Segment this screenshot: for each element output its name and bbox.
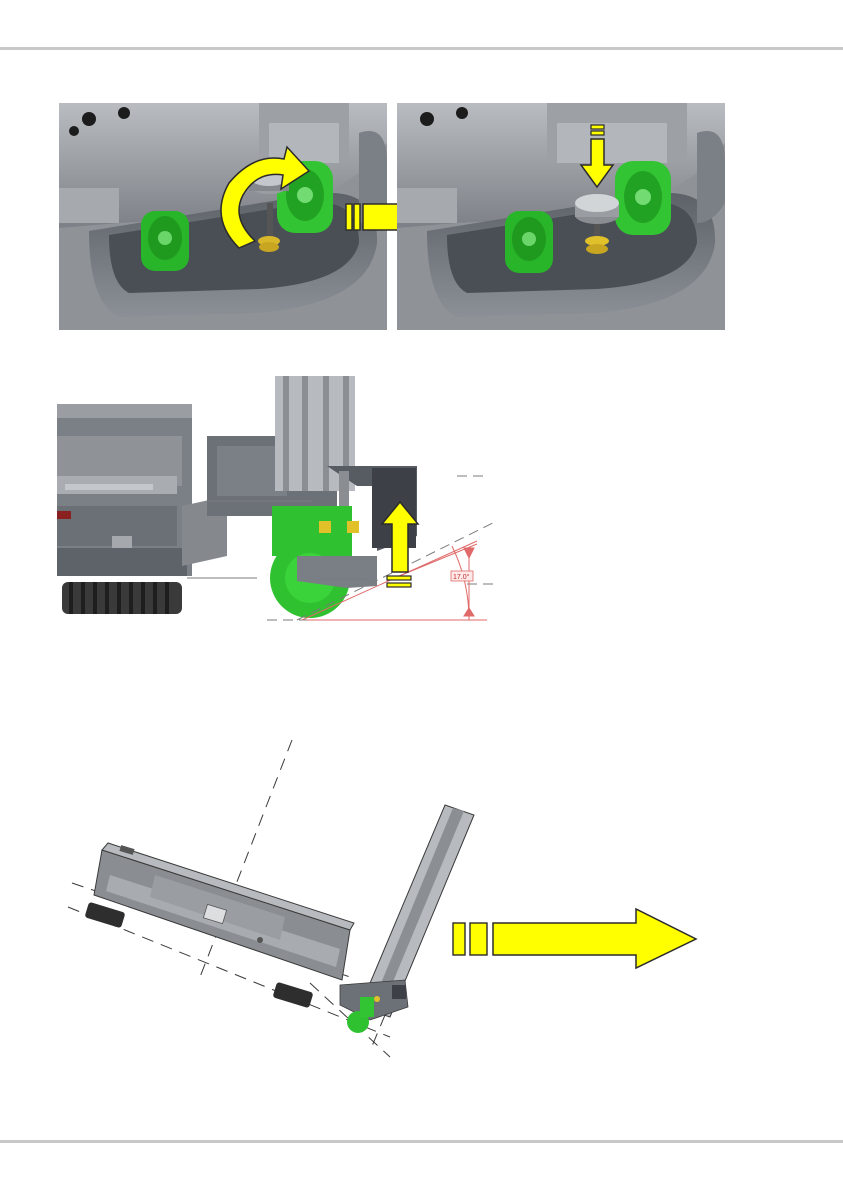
header-rule — [0, 47, 843, 50]
figure-knob-pressed — [397, 103, 725, 330]
figure-rotate-knob — [59, 103, 387, 330]
caster-wheel-left — [141, 211, 189, 271]
footer-rule — [0, 1140, 843, 1143]
push-direction-arrow — [450, 906, 700, 970]
leveling-foot-left — [84, 902, 125, 928]
caster-wheel-left — [505, 211, 553, 273]
svg-text:17.0°: 17.0° — [453, 573, 470, 581]
angle-label: 17.0° — [451, 571, 473, 581]
figure-tilted-scale — [60, 735, 710, 1065]
right-arrow-icon — [493, 909, 696, 968]
caster-wheel-right — [615, 161, 671, 235]
scale-platform — [94, 843, 354, 980]
leveling-foot — [62, 582, 182, 614]
figure-side-section: 17.0° — [57, 376, 497, 626]
leveling-foot-right — [272, 982, 313, 1008]
